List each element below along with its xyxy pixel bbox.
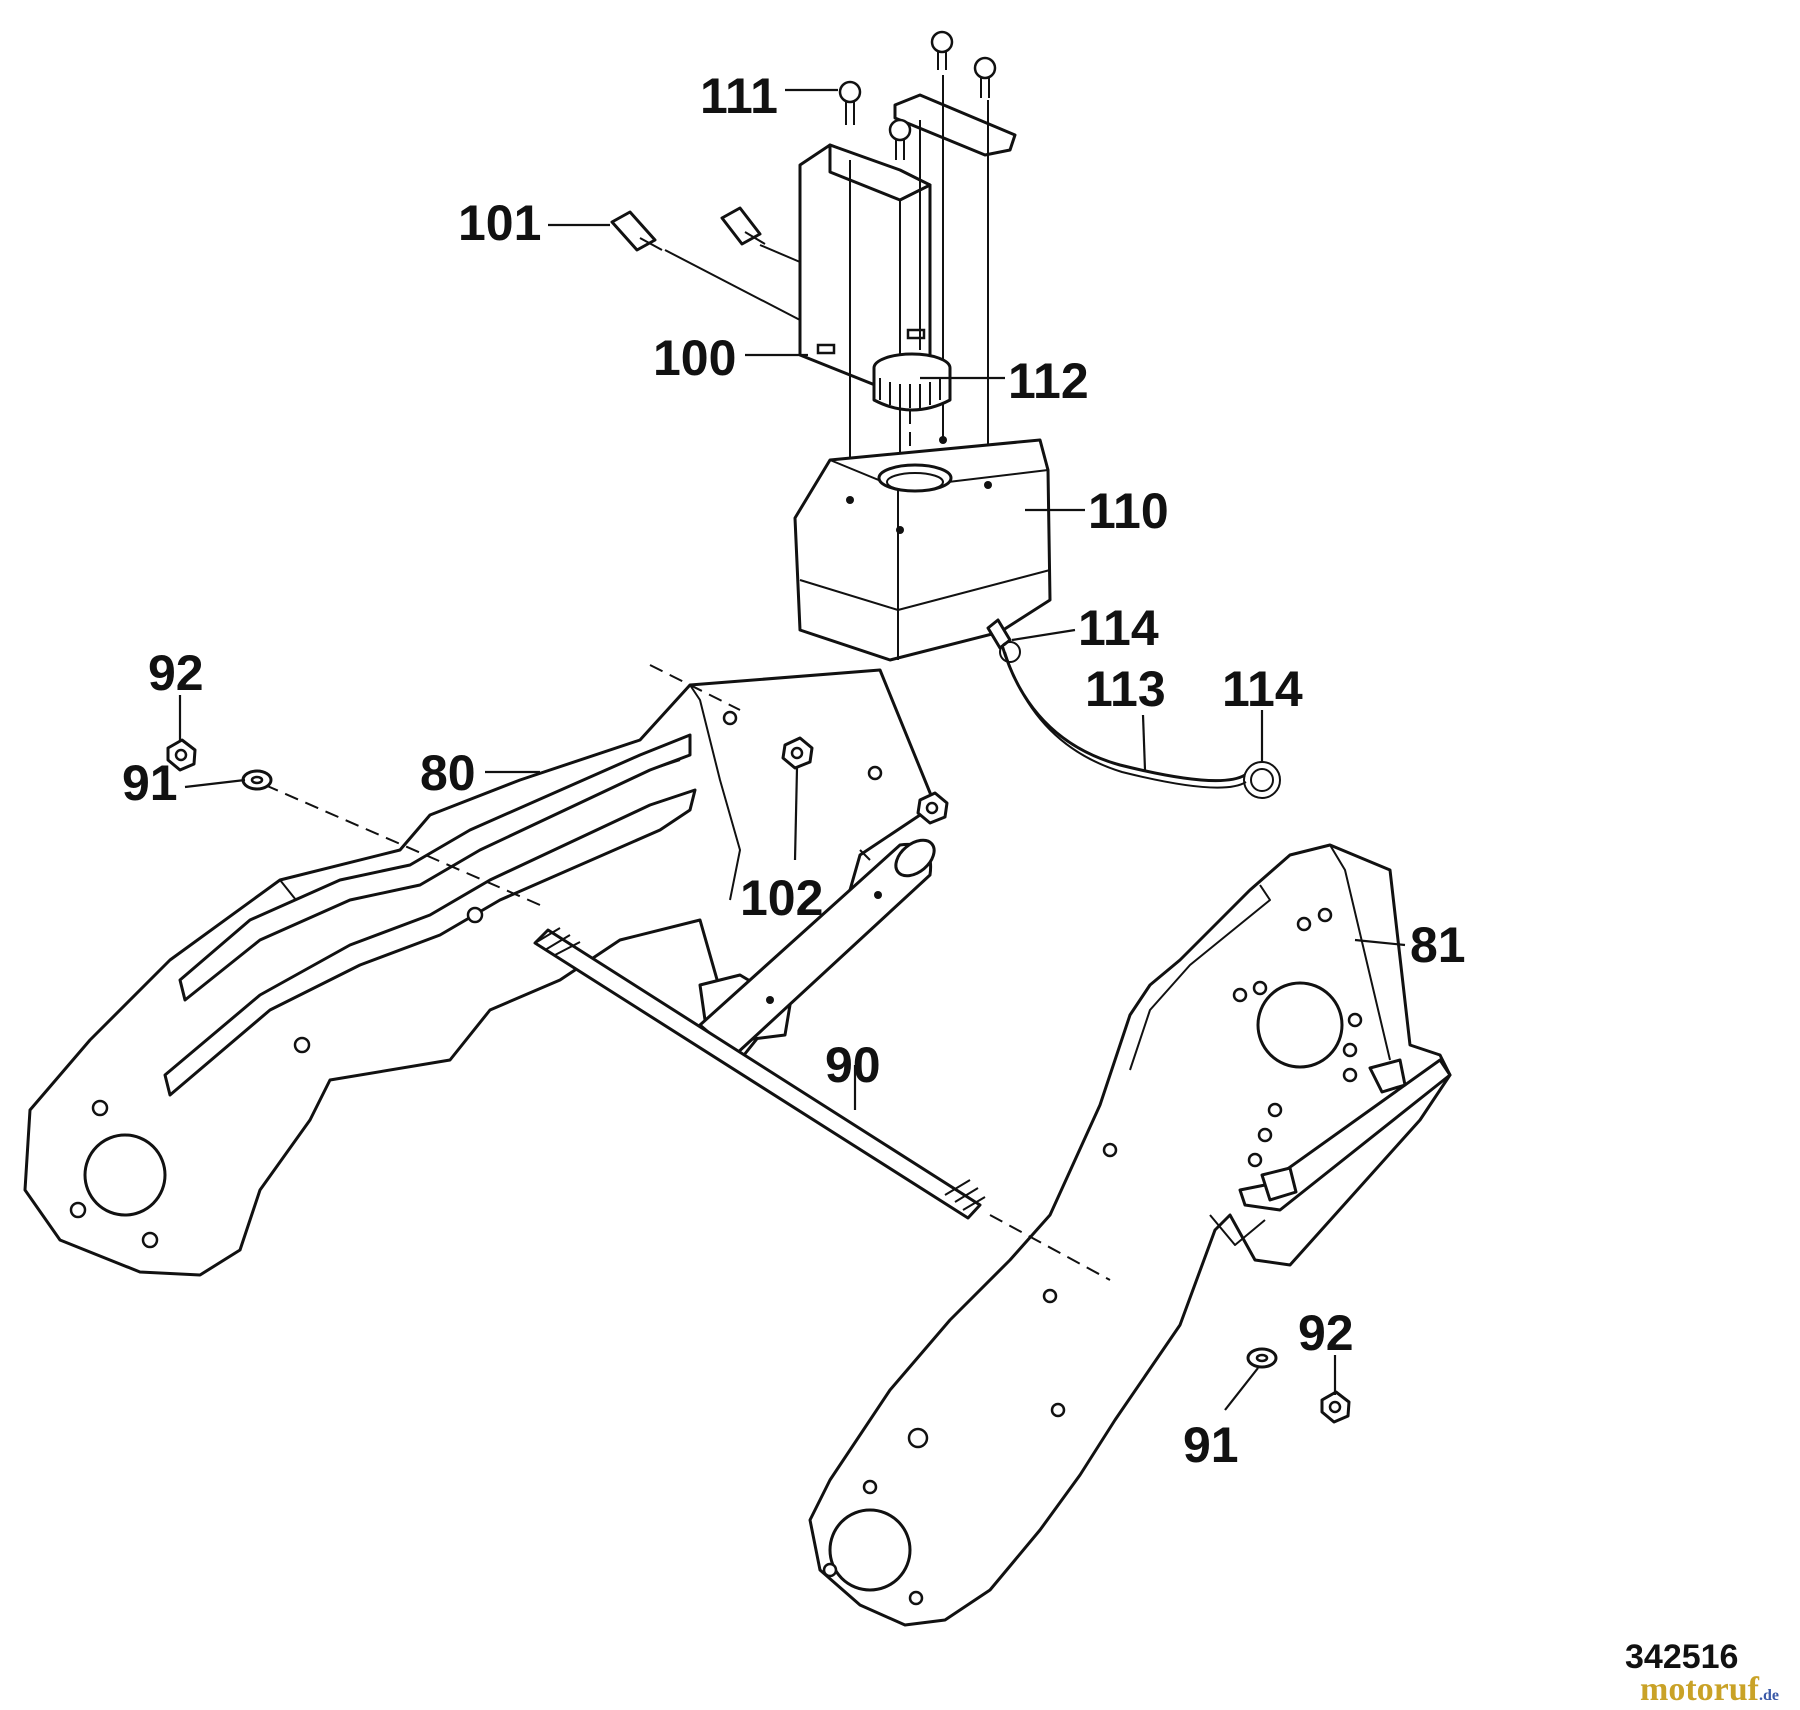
fuel-cap-112 <box>872 352 952 412</box>
nut-102 <box>781 736 949 825</box>
nut-92-right <box>1320 1390 1351 1424</box>
callout-90: 90 <box>825 1037 881 1093</box>
nut-92-left <box>166 738 197 772</box>
bolt-101 <box>610 206 766 252</box>
washer-91-left <box>241 769 273 791</box>
callout-92-right: 92 <box>1298 1305 1354 1361</box>
callout-112: 112 <box>1008 353 1089 409</box>
cross-tube <box>698 838 936 1057</box>
callout-80: 80 <box>420 745 476 801</box>
callout-101: 101 <box>458 195 541 251</box>
leader-lines <box>178 88 1406 1411</box>
callout-91-left: 91 <box>122 755 178 811</box>
callout-102: 102 <box>740 870 823 926</box>
axis-lines <box>264 664 1111 1281</box>
callout-114-lower: 114 <box>1222 661 1303 717</box>
callout-114-upper: 114 <box>1078 600 1159 656</box>
right-side-plate-81 <box>808 843 1452 1627</box>
callout-92-left: 92 <box>148 645 204 701</box>
fuel-line-113 <box>986 618 1247 789</box>
callout-labels: 111 101 100 112 110 114 113 114 92 91 80… <box>122 68 1466 1473</box>
watermark-logo: motoruf.de <box>1640 1671 1779 1708</box>
fuel-tank-110 <box>793 436 1052 662</box>
washer-91-right <box>1246 1347 1278 1369</box>
callout-81: 81 <box>1410 917 1466 973</box>
callout-113: 113 <box>1085 661 1166 717</box>
screw-111 <box>838 30 997 160</box>
watermark-suffix: .de <box>1759 1687 1779 1704</box>
callout-110: 110 <box>1088 483 1169 539</box>
callout-91-right: 91 <box>1183 1417 1239 1473</box>
strap-bracket <box>893 93 1017 350</box>
watermark-text: motoruf <box>1640 1671 1760 1708</box>
threaded-rod-90 <box>533 927 986 1220</box>
callout-111: 111 <box>700 68 778 124</box>
callout-100: 100 <box>653 330 736 386</box>
drawing-number: 342516 <box>1625 1638 1738 1676</box>
